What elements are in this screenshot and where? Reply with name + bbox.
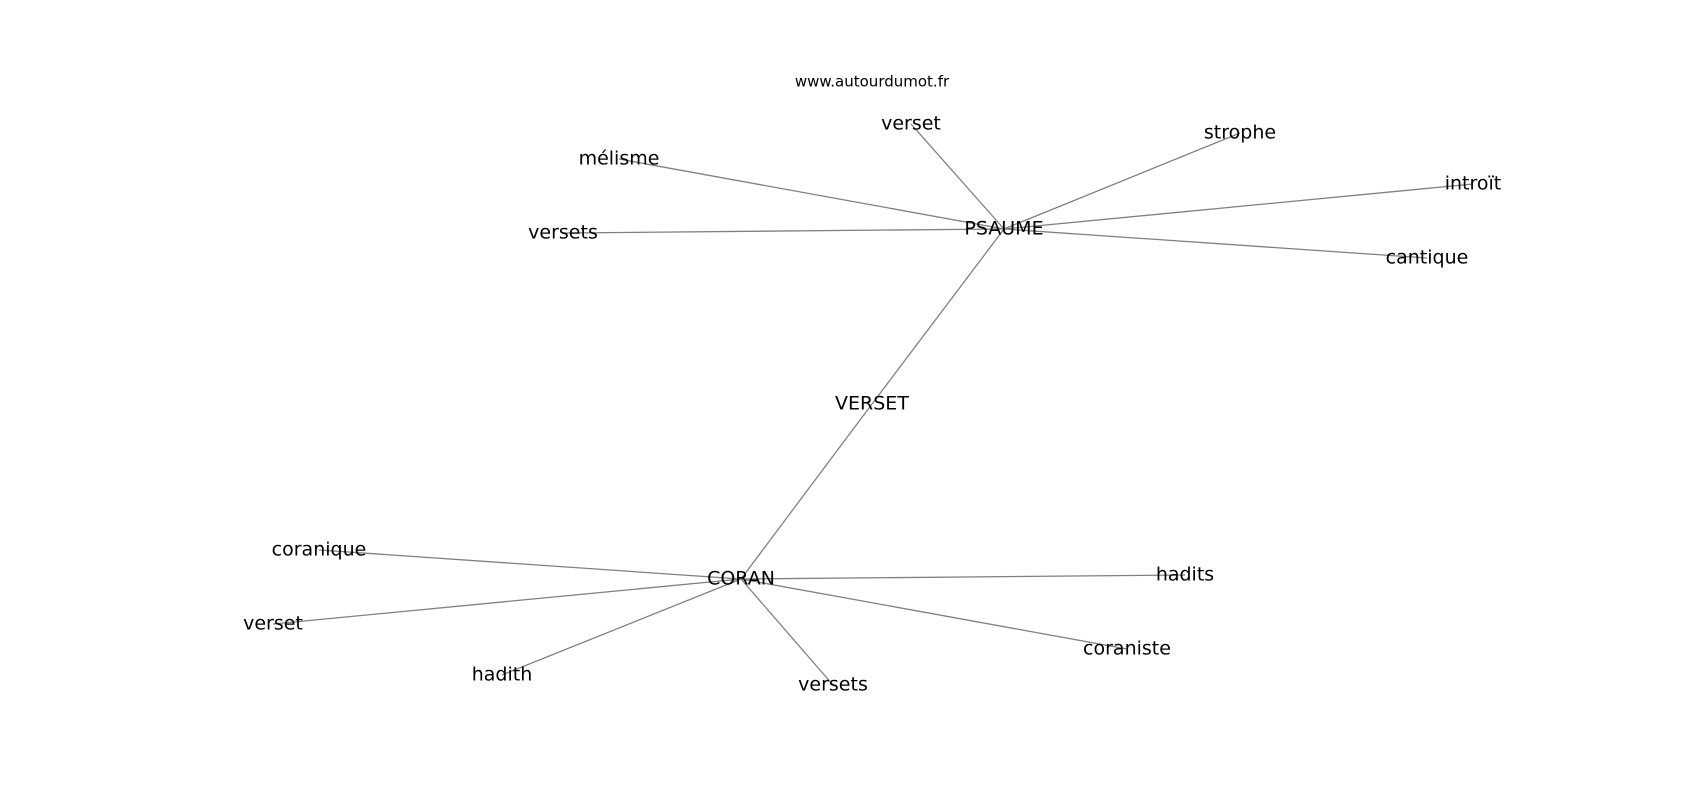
node-label-coran[interactable]: CORAN [707, 568, 775, 590]
node-label-verset_root[interactable]: VERSET [835, 393, 909, 415]
node-label-c_hadith[interactable]: hadith [472, 664, 533, 686]
edge-coran-c_hadits [740, 574, 1186, 580]
edge-verset_root-psaume [871, 228, 1005, 405]
node-label-c_versets[interactable]: versets [798, 674, 868, 696]
graph-edges [272, 123, 1474, 686]
edge-verset_root-coran [740, 403, 873, 580]
edge-psaume-p_verset [910, 123, 1005, 230]
node-label-p_introit[interactable]: introït [1445, 173, 1502, 195]
edge-psaume-p_introit [1003, 183, 1474, 230]
node-label-p_strophe[interactable]: strophe [1204, 122, 1276, 144]
edge-psaume-p_cantique [1003, 228, 1428, 259]
node-label-p_melisme[interactable]: mélisme [579, 148, 660, 170]
node-label-p_verset[interactable]: verset [881, 113, 941, 135]
node-label-p_versets[interactable]: versets [528, 222, 598, 244]
node-label-c_hadits[interactable]: hadits [1156, 564, 1214, 586]
graph-nodes: VERSET PSAUME CORAN verset strophe mélisme int… [243, 113, 1501, 696]
edge-coran-c_versets [740, 578, 834, 686]
node-label-c_verset[interactable]: verset [243, 613, 303, 635]
edge-psaume-p_strophe [1003, 132, 1241, 230]
node-label-psaume[interactable]: PSAUME [964, 218, 1043, 240]
edge-coran-c_coranique [318, 549, 742, 580]
edge-psaume-p_versets [562, 228, 1005, 234]
edge-psaume-p_melisme [618, 158, 1005, 230]
edge-coran-c_coraniste [740, 578, 1128, 650]
node-label-p_cantique[interactable]: cantique [1386, 247, 1469, 269]
node-label-c_coranique[interactable]: coranique [272, 539, 367, 561]
site-credit: www.autourdumot.fr [795, 73, 950, 91]
node-label-c_coraniste[interactable]: coraniste [1083, 638, 1171, 660]
edge-coran-c_verset [272, 578, 742, 625]
edge-coran-c_hadith [501, 578, 742, 676]
